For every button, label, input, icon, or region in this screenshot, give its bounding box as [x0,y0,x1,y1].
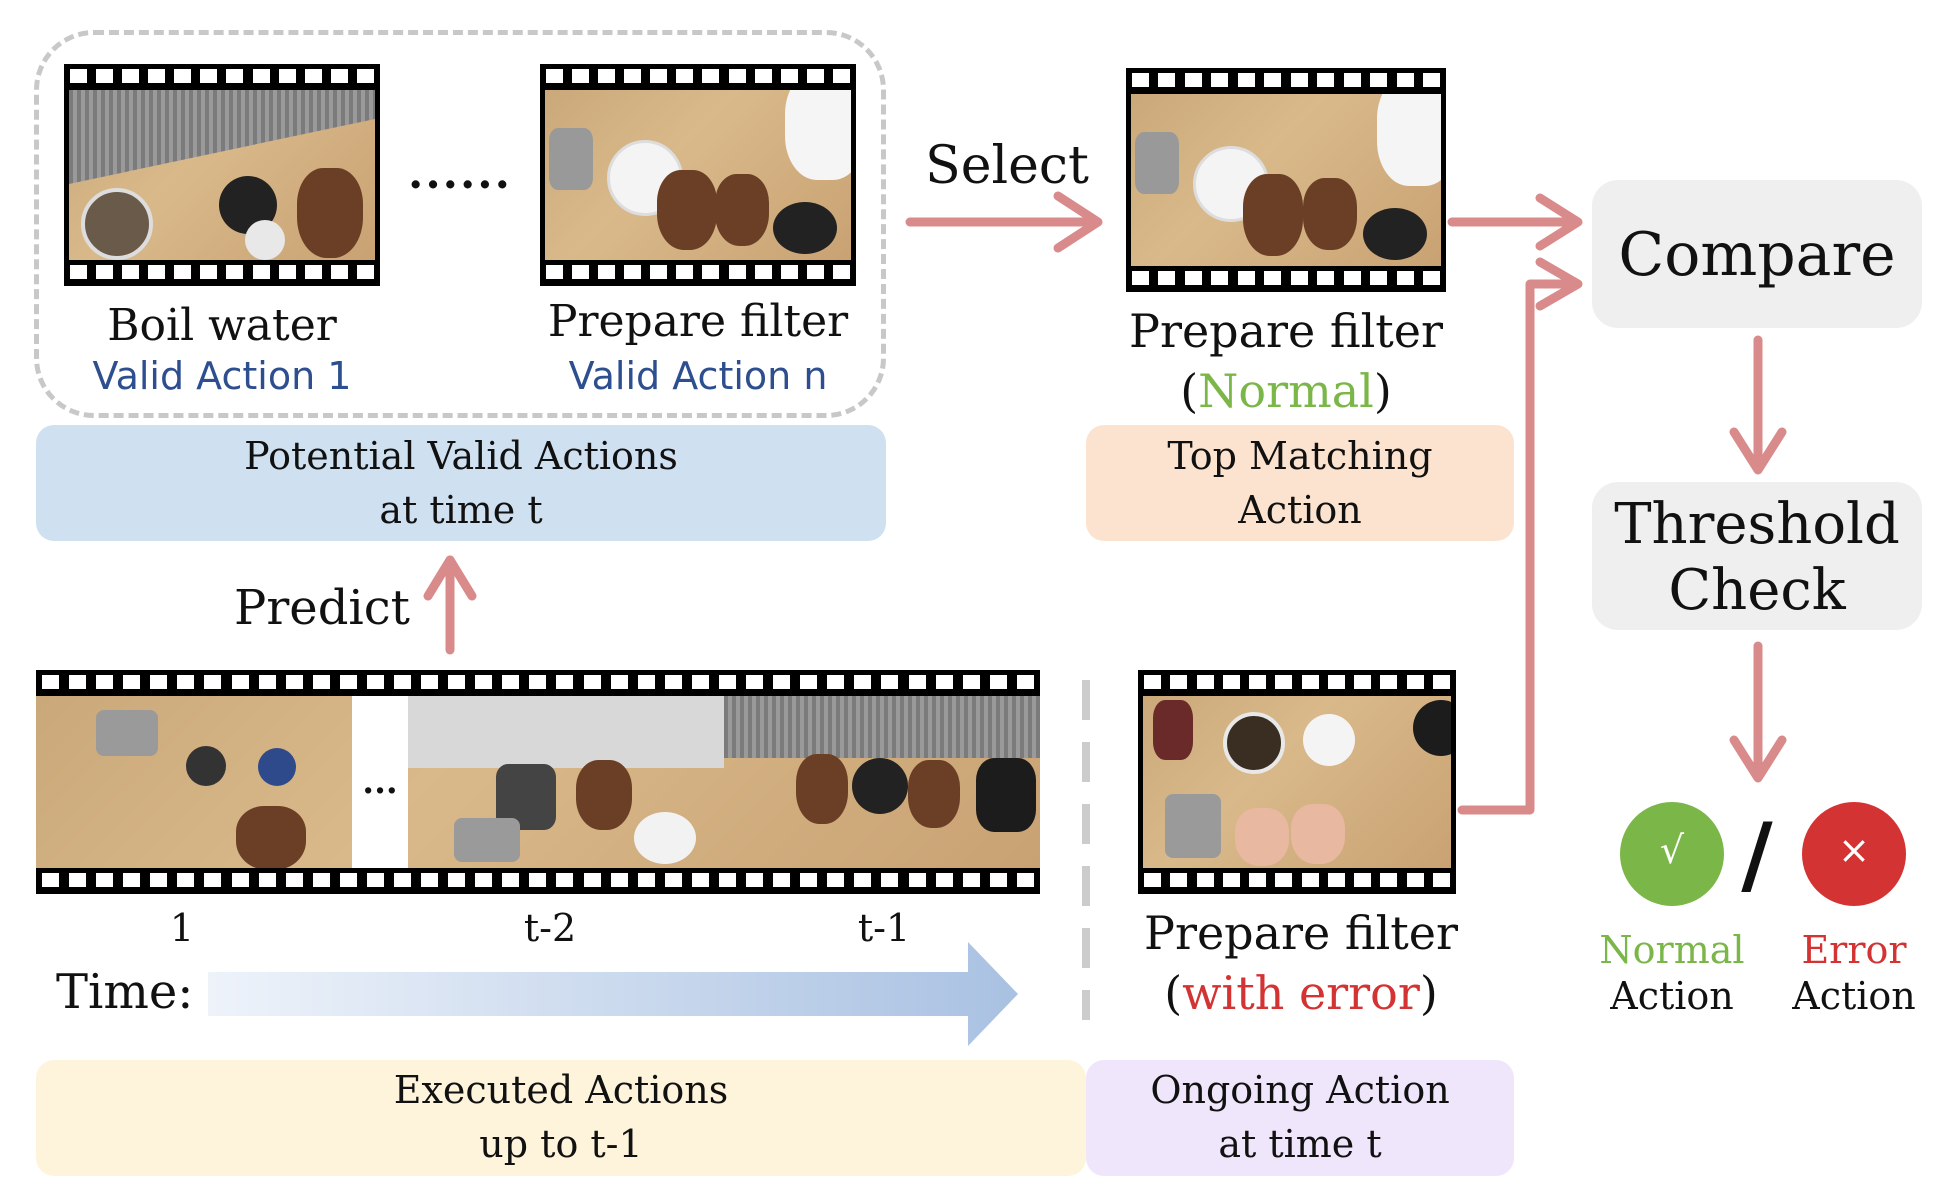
valid-actions-group [34,30,886,418]
potential-valid-actions-band [36,425,886,541]
ongoing-action-status: (with error) [1164,966,1438,1020]
select-label: Select [925,136,1089,196]
top-matching-action-band [1086,425,1514,541]
ongoing-action-label-1: Ongoing Action [1150,1068,1450,1112]
compare-node [1592,180,1922,328]
valid-action-1-tag: Valid Action 1 [92,354,352,398]
tick-1: 1 [169,906,195,950]
potential-valid-actions-label-1: Potential Valid Actions [244,434,678,478]
ongoing-to-compare-arrow [1457,279,1579,815]
boil-water-clip [64,64,380,286]
error-outcome-action: Action [1792,974,1916,1018]
top-matching-label-1: Top Matching [1167,434,1433,478]
error-status-word: with error [1182,966,1420,1020]
normal-outcome-circle [1620,802,1724,906]
time-label: Time: [56,964,194,1020]
top-matching-clip [1126,68,1446,292]
tick-t-2: t-2 [523,906,577,950]
error-outcome-word: Error [1801,928,1907,972]
ongoing-action-label-2: at time t [1218,1122,1382,1166]
executed-actions-band [36,1060,1086,1176]
top-matching-name: Prepare filter [1129,304,1443,358]
valid-action-n-name: Prepare filter [547,296,849,347]
timeline-gap-ellipsis: ... [362,762,398,802]
threshold-label-2: Check [1668,558,1846,623]
ongoing-action-name: Prepare filter [1144,906,1458,960]
outcome-slash: / [1741,805,1773,905]
compare-label: Compare [1618,220,1896,290]
error-outcome-circle [1802,802,1906,906]
valid-action-n-tag: Valid Action n [568,354,828,398]
error-cross-icon: × [1838,828,1870,872]
normal-status-word: Normal [1198,364,1374,418]
ongoing-action-band [1086,1060,1514,1176]
valid-actions-ellipsis: ...... [408,148,512,199]
predict-label: Predict [234,580,410,636]
executed-actions-label-2: up to t-1 [479,1122,643,1166]
top-matching-status: (Normal) [1180,364,1392,418]
normal-outcome-word: Normal [1599,928,1745,972]
threshold-label-1: Threshold [1614,492,1900,557]
time-arrow [208,942,1018,1046]
threshold-check-node [1592,482,1922,630]
tick-t-1: t-1 [857,906,911,950]
ongoing-action-clip [1138,670,1456,894]
valid-action-1-name: Boil water [107,300,337,351]
normal-outcome-action: Action [1610,974,1734,1018]
prepare-filter-candidate-clip [540,64,856,286]
executed-actions-filmstrip [36,670,1040,894]
potential-valid-actions-label-2: at time t [379,488,543,532]
executed-actions-label-1: Executed Actions [393,1068,729,1112]
normal-check-icon: √ [1659,828,1685,872]
top-matching-label-2: Action [1238,488,1362,532]
